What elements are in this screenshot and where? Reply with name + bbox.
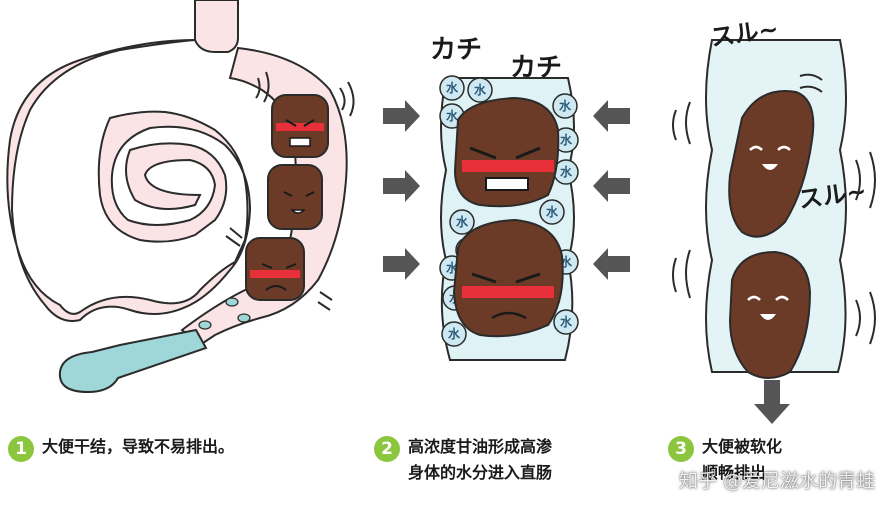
caption-step-3: 3 大便被软化 顺畅排出: [668, 434, 782, 486]
water-bubble-icon: [552, 93, 578, 119]
hard-stool-1: [271, 94, 329, 158]
droplet: [225, 297, 239, 307]
motion-marks: [255, 71, 355, 117]
water-label: 水: [560, 164, 573, 179]
caption-line: 身体的水分进入直肠: [408, 463, 553, 482]
caption-text: 大便被软化 顺畅排出: [702, 434, 782, 486]
water-label: 水: [474, 82, 487, 97]
step-number-badge: 2: [374, 436, 400, 462]
water-label: 水: [456, 214, 469, 229]
water-label: 水: [560, 132, 573, 147]
water-bubble-icon: [441, 321, 467, 347]
water-label: 水: [448, 326, 461, 341]
pressed-stool-1: [453, 96, 560, 208]
panel-2-illustration: カチ カチ 水水水水水水水水水水水水水水: [383, 35, 630, 361]
nozzle-tip: [58, 328, 208, 394]
water-bubble-icon: [439, 75, 465, 101]
motion-marks: [672, 73, 876, 345]
sound-effect-kachi-2: カチ: [510, 53, 562, 83]
caption-line: 顺畅排出: [702, 463, 767, 482]
water-bubble-icon: [539, 199, 565, 225]
droplet: [237, 313, 251, 323]
water-bubble-icon: [553, 309, 579, 335]
caption-line: 高浓度甘油形成高渗: [408, 437, 553, 456]
colon-body: [6, 39, 252, 322]
step-number-badge: 1: [8, 436, 34, 462]
soft-stool-1: [728, 90, 815, 238]
water-label: 水: [446, 108, 459, 123]
motion-marks: [225, 227, 333, 311]
water-bubble-icon: [449, 209, 475, 235]
water-label: 水: [446, 80, 459, 95]
caption-line: 大便被软化: [702, 437, 783, 456]
water-bubble-icon: [467, 77, 493, 103]
caption-step-1: 1 大便干结，导致不易排出。: [8, 434, 234, 462]
caption-step-2: 2 高浓度甘油形成高渗 身体的水分进入直肠: [374, 434, 552, 486]
down-arrow-icon: [754, 380, 790, 424]
sound-effect-kachi-1: カチ: [430, 35, 482, 65]
left-arrow-icon: [383, 100, 420, 280]
water-label: 水: [560, 314, 573, 329]
colon-top-tube: [194, 0, 239, 53]
soft-stool-2: [728, 250, 812, 379]
pressed-stool-2: [452, 218, 564, 338]
caption-line: 大便干结，导致不易排出。: [42, 437, 235, 456]
droplet: [198, 320, 212, 330]
caption-text: 高浓度甘油形成高渗 身体的水分进入直肠: [408, 434, 552, 486]
water-label: 水: [559, 98, 572, 113]
panel-1-illustration: [6, 0, 355, 394]
panel-3-illustration: スル~ スル~: [672, 15, 876, 424]
watermark: 知乎 @爱尼滋水的青蛙: [678, 470, 875, 492]
caption-text: 大便干结，导致不易排出。: [42, 434, 234, 460]
step-number-badge: 3: [668, 436, 694, 462]
hard-stool-2: [267, 164, 323, 230]
water-label: 水: [546, 204, 559, 219]
hard-stool-3: [245, 237, 305, 301]
right-arrow-icon: [593, 100, 630, 280]
